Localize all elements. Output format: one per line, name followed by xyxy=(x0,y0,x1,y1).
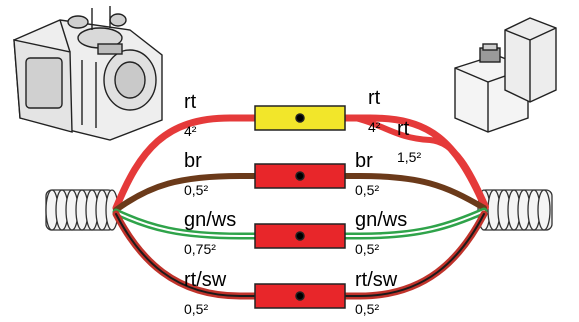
label-right-red-color: rt xyxy=(368,87,381,109)
label-left-green-color: gn/ws xyxy=(184,209,236,231)
wire-red-branch xyxy=(352,115,489,210)
label-right-redblack-size: 0,5² xyxy=(355,301,379,317)
label-left-red-size: 4² xyxy=(184,123,197,139)
left-cable-coil xyxy=(45,189,119,231)
wire-red xyxy=(112,114,488,212)
label-right-red-size: 4² xyxy=(368,119,381,135)
fuse-holder-illustration xyxy=(454,17,557,133)
label-right-green-color: gn/ws xyxy=(355,209,407,231)
label-right-red2-size: 1,5² xyxy=(397,149,421,165)
label-right-brown-size: 0,5² xyxy=(355,182,379,198)
right-cable-coil xyxy=(477,189,553,231)
label-left-brown-color: br xyxy=(184,150,202,172)
label-left-redblack-size: 0,5² xyxy=(184,301,208,317)
label-right-green-size: 0,5² xyxy=(355,241,379,257)
label-left-green-size: 0,75² xyxy=(184,241,216,257)
label-right-red2-color: rt xyxy=(397,118,410,140)
heater-unit-illustration xyxy=(13,6,163,141)
label-right-redblack-color: rt/sw xyxy=(355,269,398,291)
label-left-red-color: rt xyxy=(184,91,197,113)
label-left-redblack-color: rt/sw xyxy=(184,269,227,291)
label-right-brown-color: br xyxy=(355,150,373,172)
label-left-brown-size: 0,5² xyxy=(184,182,208,198)
